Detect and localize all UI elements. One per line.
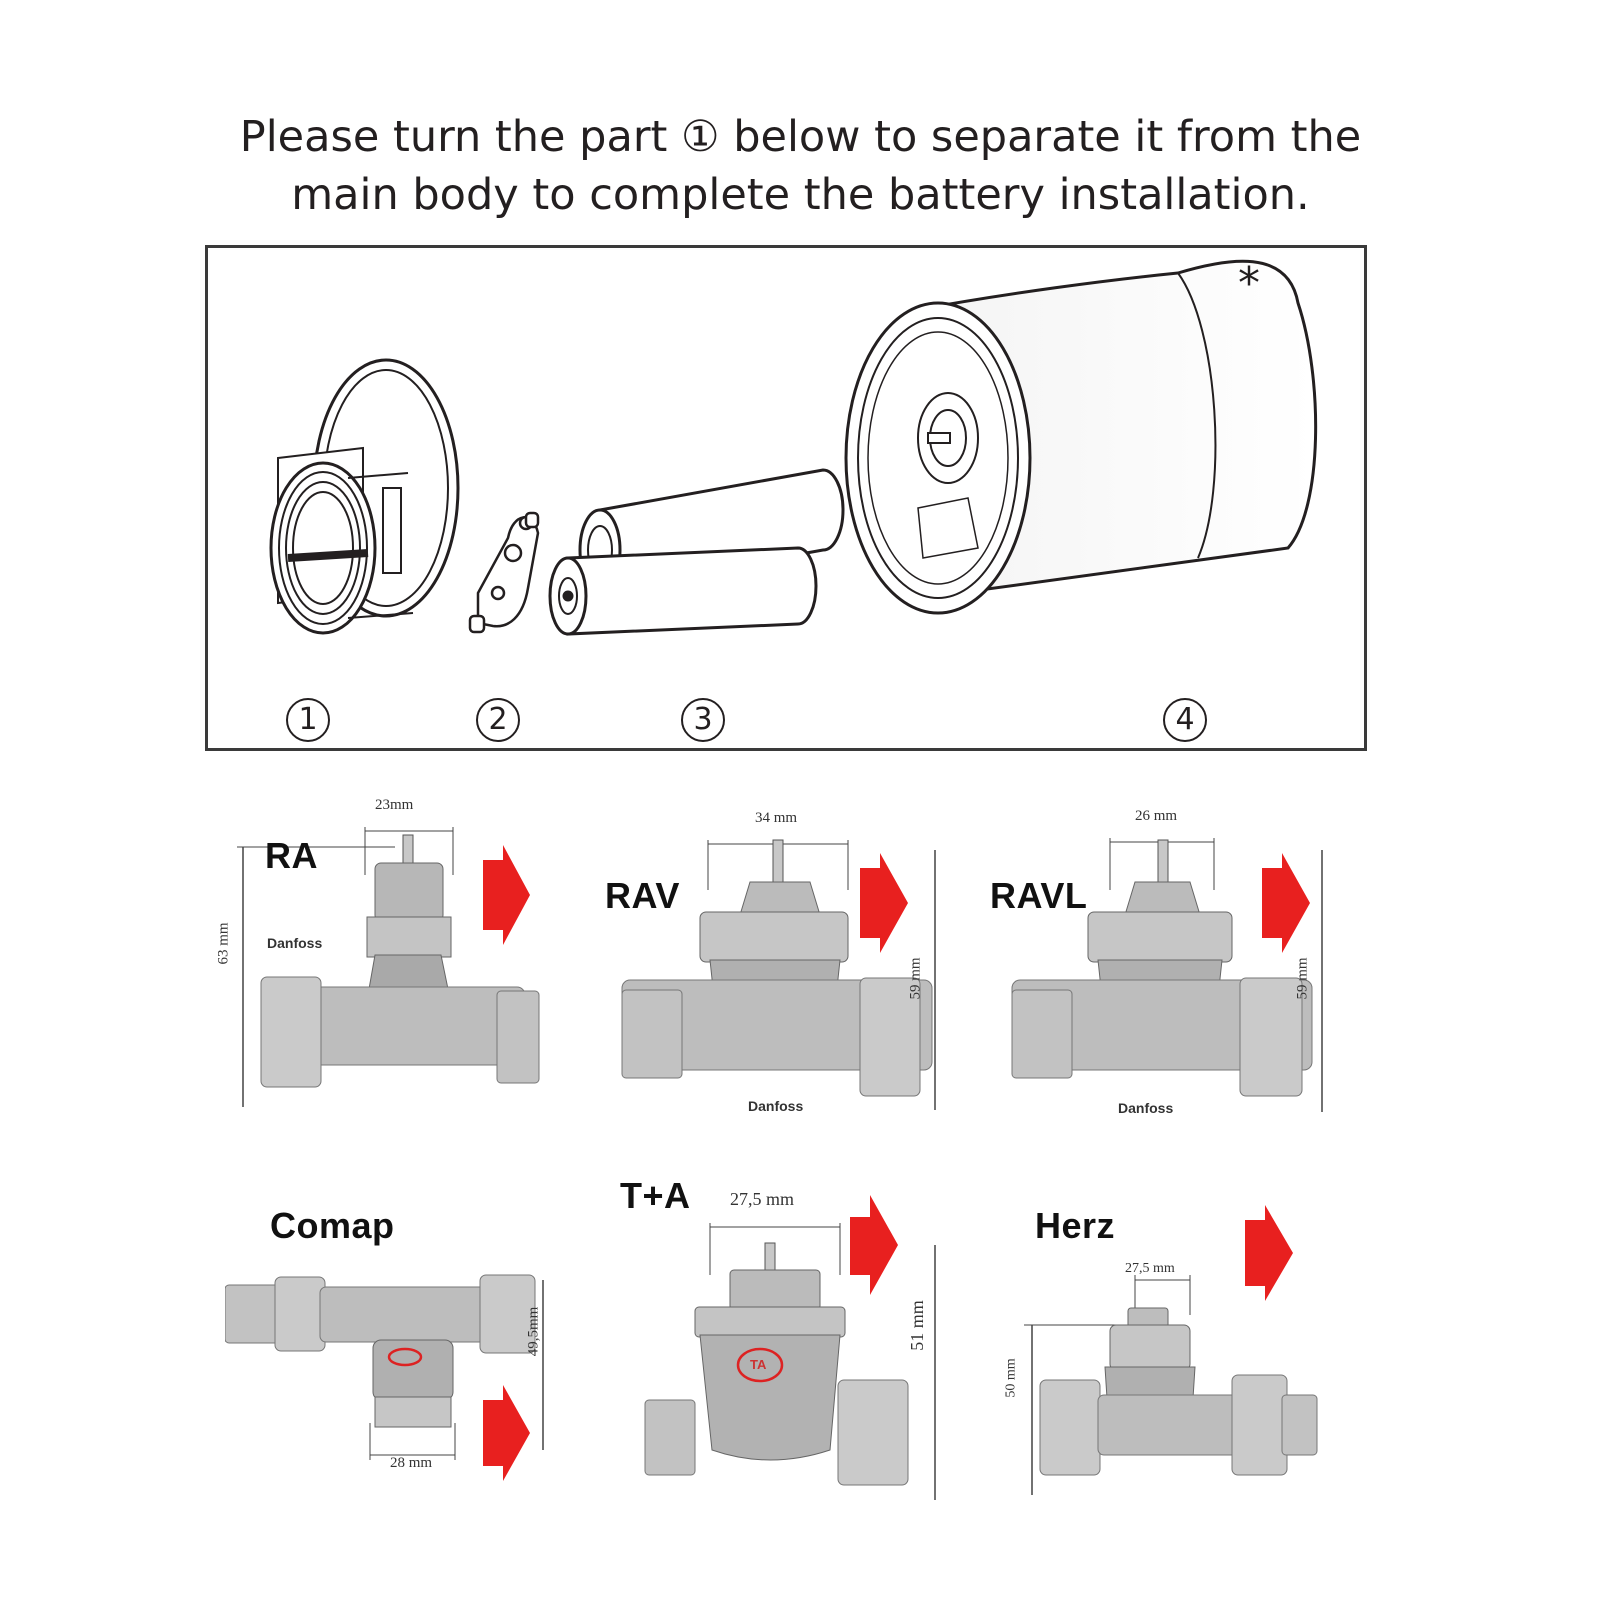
valve-ta-width: 27,5 mm bbox=[730, 1189, 795, 1209]
valve-ravl-height: 59 mm bbox=[1294, 957, 1311, 1000]
part-number-4: 4 bbox=[1163, 698, 1207, 742]
valve-ta-label: T+A bbox=[620, 1175, 691, 1216]
valve-herz-label: Herz bbox=[1035, 1205, 1116, 1246]
valve-ta-marking: TA bbox=[750, 1357, 767, 1372]
adapter-ring-icon bbox=[269, 358, 460, 635]
part-number-3: 3 bbox=[681, 698, 725, 742]
valve-herz-drawing bbox=[1024, 1205, 1318, 1495]
metal-clip-icon bbox=[468, 511, 540, 634]
valve-ra-width: 23mm bbox=[375, 797, 414, 813]
valve-rav-brand: Danfoss bbox=[748, 1098, 804, 1114]
direction-arrow-icon bbox=[850, 1195, 898, 1295]
valve-herz: Herz 27,5 mm 50 mm bbox=[1004, 1205, 1350, 1515]
part-number-2: 2 bbox=[476, 698, 520, 742]
valve-ravl-label: RAVL bbox=[990, 875, 1088, 916]
valve-ravl-brand: Danfoss bbox=[1118, 1100, 1174, 1116]
valve-comap-drawing bbox=[225, 1274, 544, 1481]
valve-ra-drawing bbox=[237, 827, 540, 1107]
direction-arrow-icon bbox=[1245, 1205, 1293, 1301]
valve-comap: Comap 28 mm 49,5mm bbox=[225, 1205, 565, 1515]
valve-ra-height: 63 mm bbox=[215, 922, 232, 965]
thermostat-body-icon bbox=[844, 259, 1318, 615]
valve-rav-drawing bbox=[621, 839, 936, 1110]
exploded-view-panel: * 1 2 3 4 bbox=[205, 245, 1367, 751]
valve-comap-label: Comap bbox=[270, 1205, 395, 1246]
snowflake-symbol: * bbox=[1238, 258, 1260, 309]
valve-ravl: RAVL 26 mm 59 mm Danfoss bbox=[990, 808, 1340, 1120]
direction-arrow-icon bbox=[1262, 853, 1310, 953]
direction-arrow-icon bbox=[483, 1385, 530, 1481]
part-number-1: 1 bbox=[286, 698, 330, 742]
exploded-view-drawing: * bbox=[269, 258, 1318, 636]
instruction-text: Please turn the part ① below to separate… bbox=[0, 108, 1601, 224]
valve-rav-label: RAV bbox=[605, 875, 680, 916]
direction-arrow-icon bbox=[483, 845, 530, 945]
valve-ravl-width: 26 mm bbox=[1135, 808, 1178, 824]
valve-herz-height: 50 mm bbox=[1003, 1358, 1019, 1398]
valve-comap-width: 28 mm bbox=[390, 1455, 433, 1471]
valve-comap-height: 49,5mm bbox=[525, 1306, 542, 1357]
valve-rav-width: 34 mm bbox=[755, 810, 798, 826]
valve-ra-brand: Danfoss bbox=[267, 935, 323, 951]
valve-rav-height: 59 mm bbox=[907, 957, 924, 1000]
batteries-icon bbox=[548, 468, 845, 636]
direction-arrow-icon bbox=[860, 853, 908, 953]
instruction-line-2: main body to complete the battery instal… bbox=[291, 170, 1310, 220]
valve-ta-drawing bbox=[644, 1195, 936, 1500]
valve-ra-label: RA bbox=[265, 835, 318, 876]
valve-ta-height: 51 mm bbox=[906, 1300, 927, 1351]
valve-rav: RAV 34 mm 59 mm Danfoss bbox=[605, 810, 950, 1120]
valve-ravl-drawing bbox=[1011, 838, 1323, 1112]
valve-herz-width: 27,5 mm bbox=[1125, 1261, 1175, 1276]
valve-ra: RA 23mm 63 mm Danfoss bbox=[216, 797, 565, 1115]
valve-ta: T+A 27,5 mm 51 mm TA bbox=[620, 1175, 960, 1515]
instruction-line-1: Please turn the part ① below to separate… bbox=[239, 112, 1362, 162]
